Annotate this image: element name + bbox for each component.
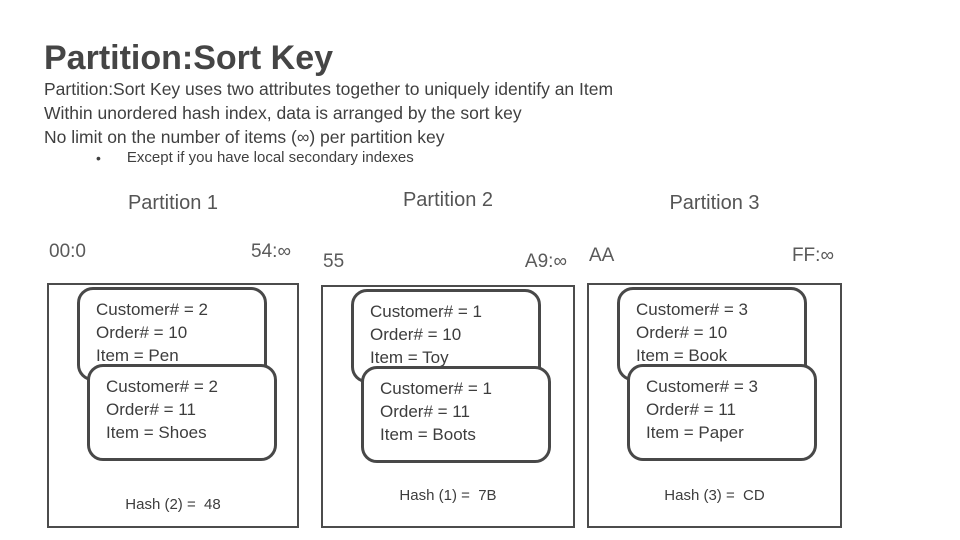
partition-2: Partition 2 55 A9:∞ Customer# = 1 Order#… — [321, 0, 575, 540]
item-attr-customer: Customer# = 1 — [380, 379, 492, 398]
item-card: Customer# = 2 Order# = 11 Item = Shoes — [87, 364, 277, 461]
body-line-3: No limit on the number of items (∞) per … — [44, 127, 445, 147]
item-attr-order: Order# = 10 — [636, 323, 728, 342]
sub-bullet-text: Except if you have local secondary index… — [126, 149, 414, 166]
hash-value-label: Hash (2) = 48 — [125, 496, 221, 513]
item-attr-customer: Customer# = 3 — [636, 300, 748, 319]
item-attr-item: Item = Shoes — [106, 423, 207, 442]
partition-1-box: Customer# = 2 Order# = 10 Item = Pen Cus… — [47, 283, 299, 528]
item-attr-item: Item = Paper — [646, 423, 744, 442]
item-attr-customer: Customer# = 1 — [370, 302, 482, 321]
range-end: FF:∞ — [791, 245, 834, 266]
partition-1-label: Partition 1 — [127, 192, 219, 214]
item-card: Customer# = 1 Order# = 11 Item = Boots — [361, 366, 551, 463]
partition-3-label: Partition 3 — [669, 192, 760, 214]
item-attr-item: Item = Book — [636, 346, 728, 365]
item-attr-order: Order# = 10 — [96, 323, 188, 342]
hash-value-label: Hash (1) = 7B — [399, 487, 497, 504]
partition-2-label: Partition 2 — [402, 189, 494, 211]
item-attr-item: Item = Pen — [96, 346, 179, 365]
item-attr-order: Order# = 10 — [370, 325, 462, 344]
item-attr-item: Item = Toy — [370, 348, 449, 367]
partition-2-key-range: 55 A9:∞ — [323, 251, 567, 273]
hash-value-label: Hash (3) = CD — [664, 487, 765, 504]
partition-3: Partition 3 AA FF:∞ Customer# = 3 Order#… — [587, 0, 842, 540]
item-attr-customer: Customer# = 3 — [646, 377, 758, 396]
item-attr-order: Order# = 11 — [106, 400, 196, 419]
range-end: 54:∞ — [251, 241, 291, 262]
item-attr-customer: Customer# = 2 — [106, 377, 218, 396]
body-line-1: Partition:Sort Key uses two attributes t… — [44, 79, 614, 99]
item-attr-customer: Customer# = 2 — [96, 300, 208, 319]
range-start: 00:0 — [49, 241, 86, 262]
item-attr-item: Item = Boots — [380, 425, 476, 444]
item-card: Customer# = 3 Order# = 11 Item = Paper — [627, 364, 817, 461]
body-text: Partition:Sort Key uses two attributes t… — [44, 77, 613, 149]
partition-2-box: Customer# = 1 Order# = 10 Item = Toy Cus… — [321, 285, 575, 528]
range-start: AA — [589, 245, 615, 266]
partition-3-box: Customer# = 3 Order# = 10 Item = Book Cu… — [587, 283, 842, 528]
sub-bullet: • Except if you have local secondary ind… — [96, 149, 414, 166]
bullet-icon: • — [96, 149, 101, 166]
page-title: Partition:Sort Key — [44, 38, 334, 77]
range-end: A9:∞ — [524, 251, 567, 272]
range-start: 55 — [323, 251, 345, 272]
partition-3-key-range: AA FF:∞ — [589, 245, 834, 267]
item-attr-order: Order# = 11 — [646, 400, 736, 419]
partition-1: Partition 1 00:0 54:∞ Customer# = 2 Orde… — [47, 0, 299, 540]
partition-1-key-range: 00:0 54:∞ — [49, 241, 291, 263]
body-line-2: Within unordered hash index, data is arr… — [44, 103, 522, 123]
item-attr-order: Order# = 11 — [380, 402, 470, 421]
